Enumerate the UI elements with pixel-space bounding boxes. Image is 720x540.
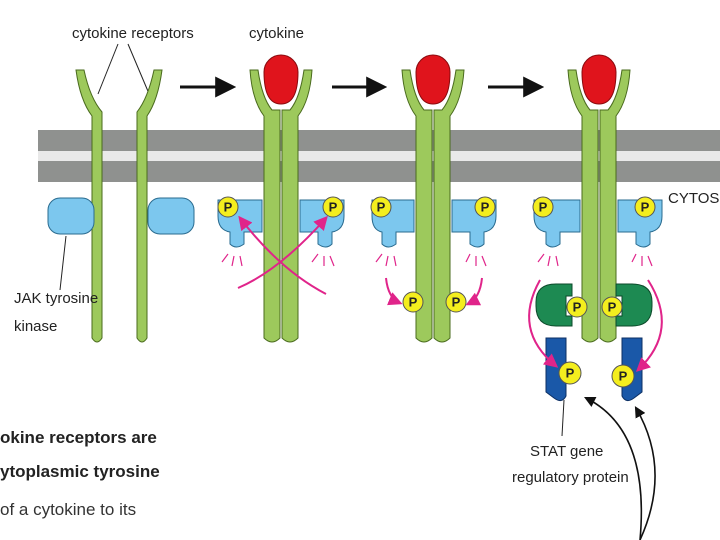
svg-text:P: P: [608, 300, 617, 315]
jak-pointer: [59, 235, 67, 291]
cytokine-panel-4: [581, 54, 617, 105]
phosphate-right-panel-2: P: [322, 196, 344, 218]
receptor-right-panel-1: [136, 69, 163, 343]
stat-release-arrows: [583, 396, 656, 540]
jak-kinase-left-panel-1: [47, 197, 95, 235]
stat-label-line2: regulatory protein: [512, 469, 629, 486]
stat-pointer: [561, 399, 565, 437]
phosphate-stat-left: P: [558, 361, 582, 385]
phosphate-jak-right-panel-3: P: [474, 196, 496, 218]
svg-text:P: P: [641, 200, 650, 215]
receptor-pair-panel-3: [401, 69, 465, 343]
receptor-pointer-right: [127, 43, 151, 97]
receptor-pair-panel-2: [249, 69, 313, 343]
phosphate-jak-left-panel-4: P: [532, 196, 554, 218]
phosphate-receptor-right-panel-3: P: [445, 291, 467, 313]
svg-text:P: P: [619, 369, 628, 384]
caption-line-1: okine receptors are: [0, 428, 157, 447]
phosphate-receptor-left-panel-3: P: [402, 291, 424, 313]
activity-sparks-panel-4: [537, 253, 653, 267]
jak-label-line2: kinase: [14, 318, 57, 335]
svg-text:P: P: [481, 200, 490, 215]
svg-text:P: P: [409, 295, 418, 310]
svg-text:P: P: [224, 200, 233, 215]
phosphate-receptor-right-panel-4: P: [601, 296, 623, 318]
phosphate-jak-left-panel-3: P: [370, 196, 392, 218]
phosphate-jak-right-panel-4: P: [634, 196, 656, 218]
svg-text:P: P: [329, 200, 338, 215]
svg-text:P: P: [566, 366, 575, 381]
receptor-pointer-left: [97, 43, 119, 95]
jak-label-line1: JAK tyrosine: [14, 290, 98, 307]
phosphorylation-arrows-panel-3: [385, 277, 483, 306]
stat-phosphorylation-arrows: [528, 279, 663, 372]
svg-text:P: P: [452, 295, 461, 310]
receptor-pair-panel-4: [567, 69, 631, 343]
receptor-left-panel-1: [75, 69, 103, 343]
svg-text:P: P: [377, 200, 386, 215]
cross-phosphorylation-arrows: [237, 215, 328, 295]
svg-text:P: P: [539, 200, 548, 215]
cytokine-panel-3: [415, 54, 451, 105]
caption-line-3: of a cytokine to its: [0, 500, 136, 519]
cytokine-label: cytokine: [249, 25, 304, 42]
cytokine-panel-2: [263, 54, 299, 105]
svg-text:P: P: [573, 300, 582, 315]
phosphate-left-panel-2: P: [217, 196, 239, 218]
activity-sparks-panel-3: [375, 253, 487, 267]
jak-kinase-right-panel-1: [147, 197, 195, 235]
phosphate-receptor-left-panel-4: P: [566, 296, 588, 318]
stat-label-line1: STAT gene: [530, 443, 603, 460]
caption-line-2: ytoplasmic tyrosine: [0, 462, 160, 481]
phosphate-stat-right: P: [611, 364, 635, 388]
cytokine-receptors-label: cytokine receptors: [72, 25, 194, 42]
cytosol-label: CYTOSOL: [668, 190, 720, 207]
activity-sparks-panel-2: [221, 253, 335, 267]
